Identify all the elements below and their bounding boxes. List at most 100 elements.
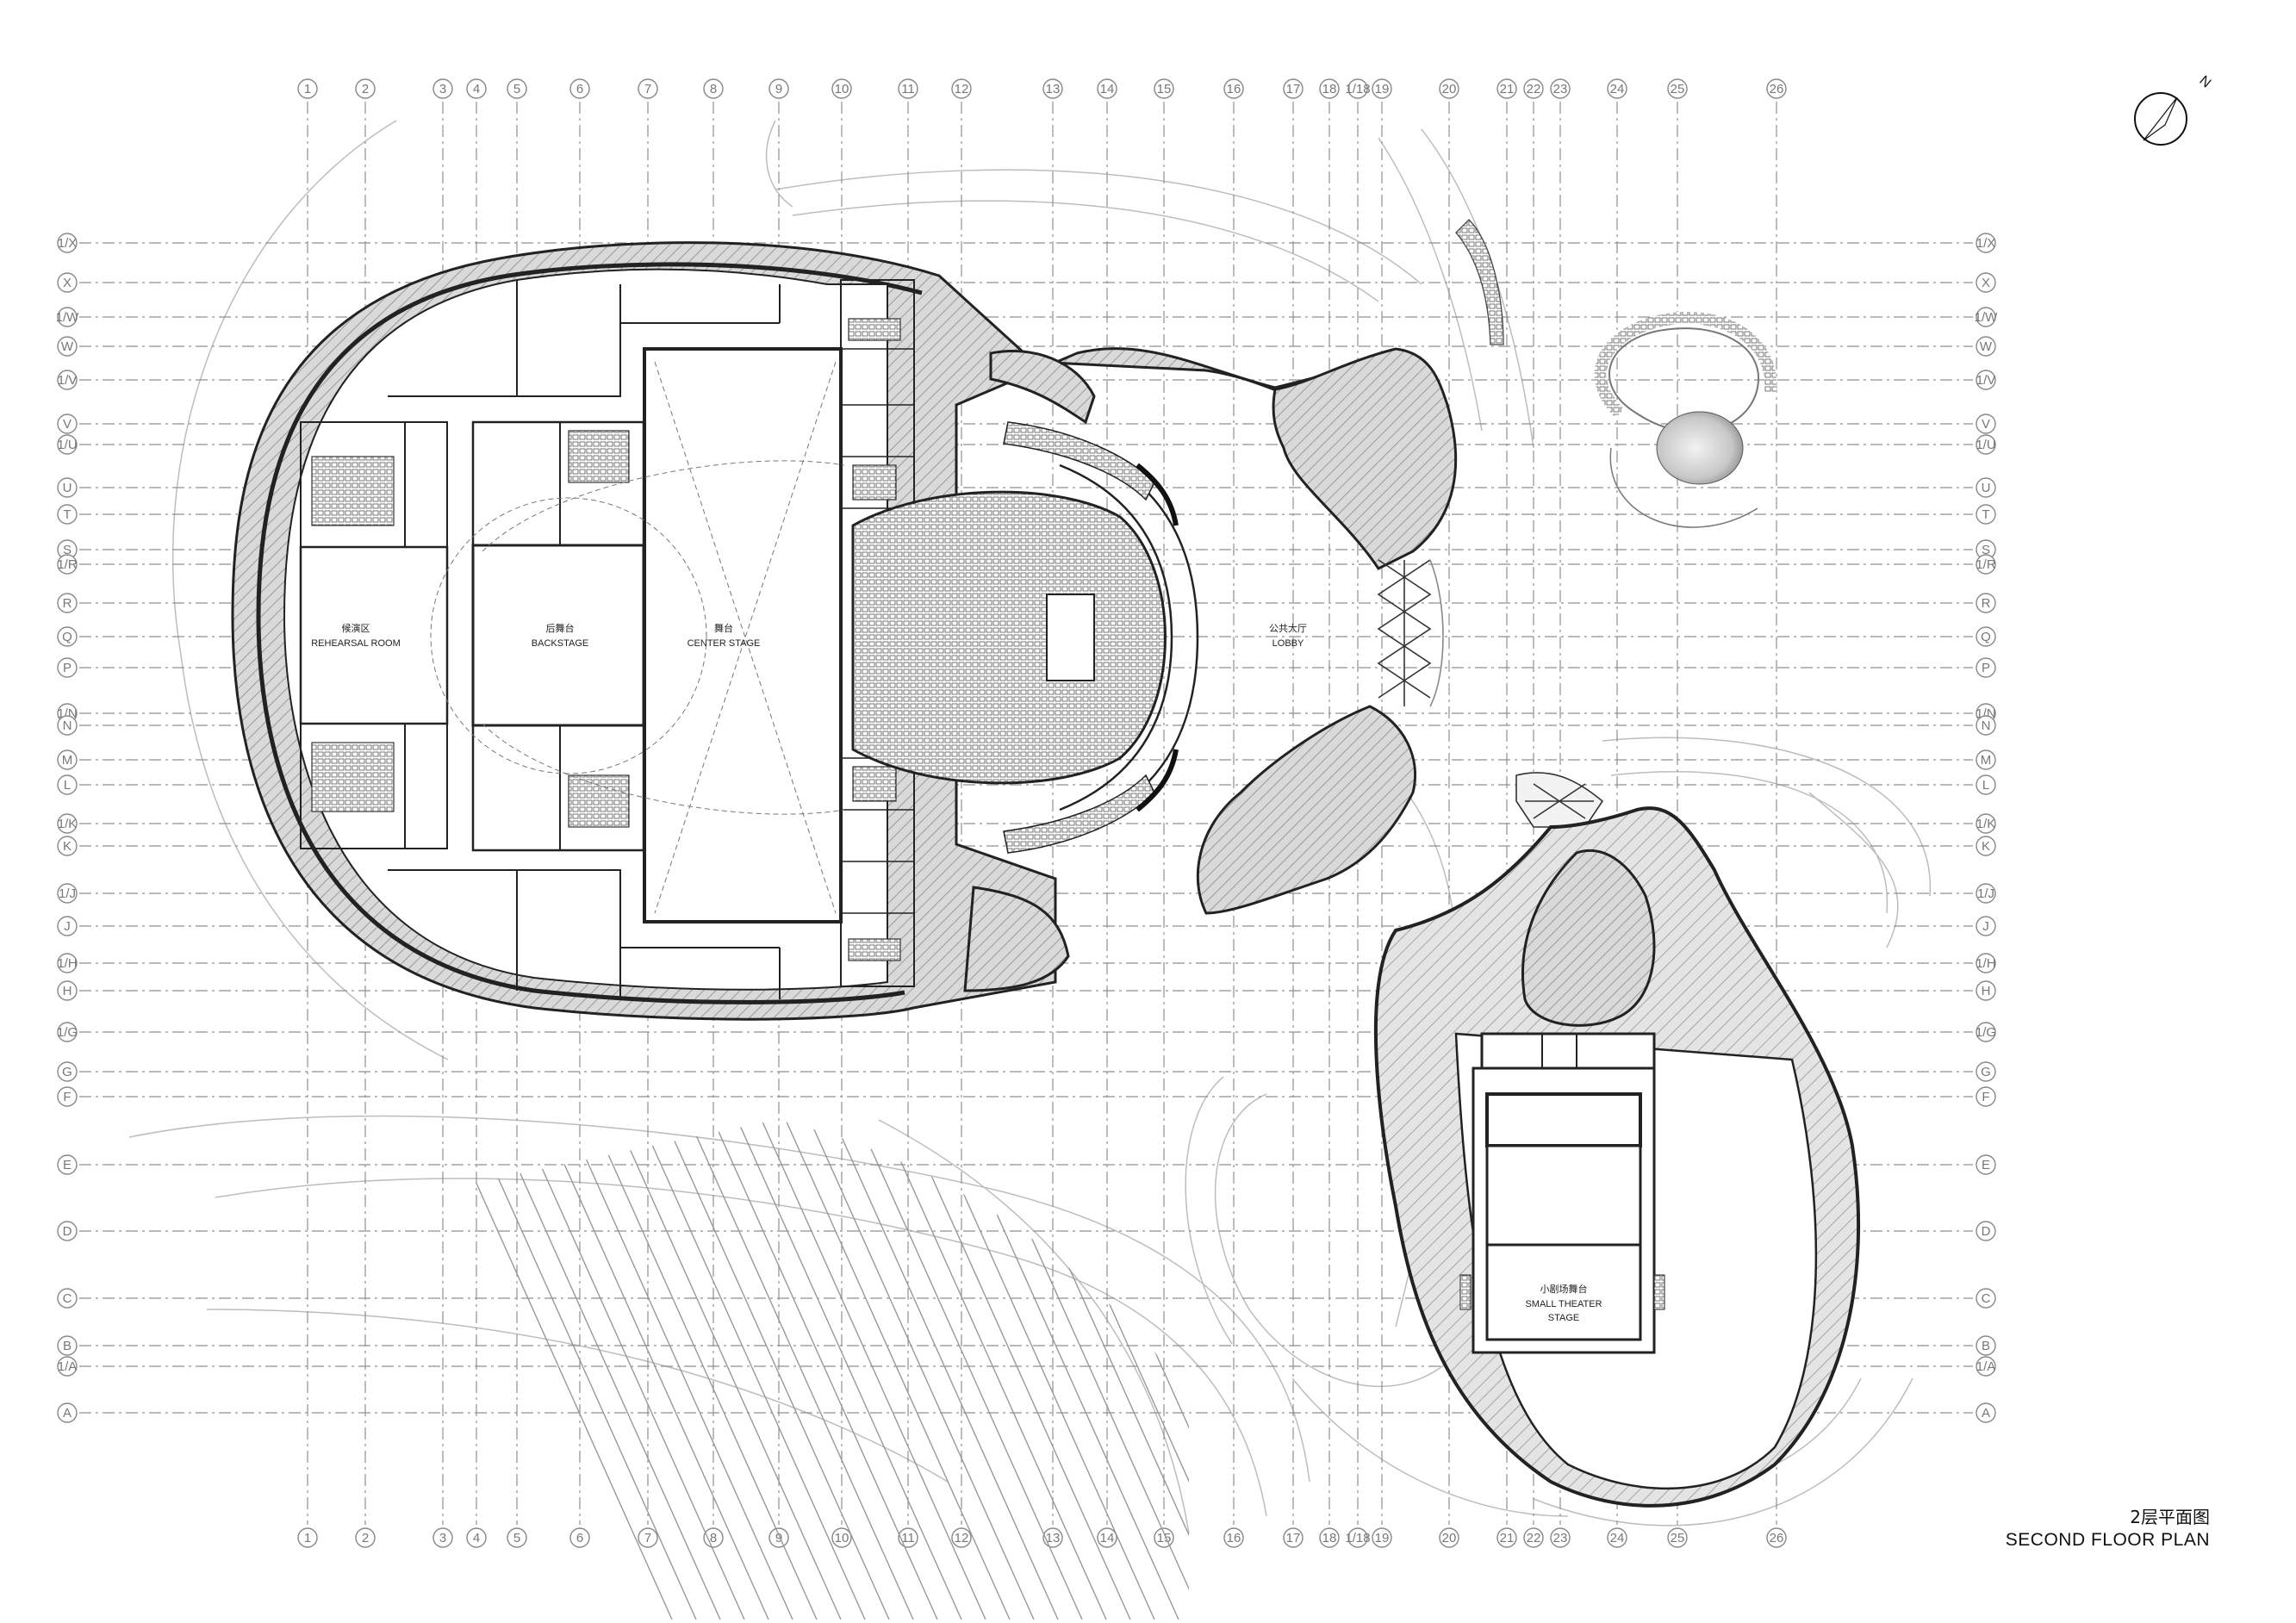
lobby-shell: [963, 347, 1458, 992]
grid-row-bubble-right: W: [1976, 336, 1996, 357]
grid-column-bubble-bottom-label: 13: [1046, 1531, 1061, 1545]
grid-row-bubble-left: J: [57, 916, 78, 936]
grid-row-bubble-left-label: A: [63, 1406, 72, 1421]
north-arrow-circle: [2134, 92, 2187, 146]
grid-row-bubble-right-label: E: [1982, 1158, 1990, 1172]
grid-column-bubble-top: 19: [1372, 78, 1392, 99]
grid-column-bubble-top-label: 18: [1322, 82, 1337, 96]
grid-column-bubble-bottom: 18: [1319, 1527, 1340, 1548]
terrace-hatch-line: [881, 1120, 1107, 1620]
grid-row-bubble-right-label: N: [1982, 718, 1991, 733]
grid-row-bubble-left-label: Q: [62, 630, 72, 644]
terrace-hatch-line: [809, 1120, 1035, 1620]
terrace-hatch-line: [737, 1120, 962, 1620]
grid-row-bubble-left-label: 1/R: [57, 557, 78, 572]
grid-row-bubble-right: 1/J: [1976, 883, 1996, 904]
grid-column-bubble-top-label: 12: [955, 82, 969, 96]
grid-row-bubble-left: C: [57, 1288, 78, 1309]
grid-row-bubble-left: G: [57, 1061, 78, 1082]
grid-column-bubble-bottom-label: 21: [1500, 1531, 1515, 1545]
grid-row-bubble-left: 1/U: [57, 434, 78, 455]
grid-column-bubble-bottom: 15: [1154, 1527, 1174, 1548]
grid-row-bubble-right-label: 1/K: [1976, 817, 1996, 831]
grid-column-bubble-top: 24: [1607, 78, 1627, 99]
lobby-label-en: LOBBY: [1272, 638, 1304, 649]
grid-column-bubble-top-label: 24: [1610, 82, 1625, 96]
grid-row-bubble-right-label: 1/W: [1975, 310, 1999, 325]
grid-row-bubble-left: M: [57, 749, 78, 770]
grid-row-bubble-left-label: 1/G: [57, 1025, 78, 1040]
grid-column-bubble-top-label: 23: [1553, 82, 1568, 96]
auditorium: [851, 421, 1199, 854]
grid-row-bubble-left-label: 1/W: [56, 310, 80, 325]
terrace-hatch-line: [857, 1120, 1083, 1620]
grid-column-bubble-top: 18: [1319, 78, 1340, 99]
grid-column-bubble-bottom-label: 1/18: [1345, 1531, 1370, 1545]
grid-row-bubble-right-label: V: [1982, 417, 1990, 432]
grid-row-bubble-left: H: [57, 980, 78, 1001]
grid-column-bubble-bottom-label: 11: [901, 1531, 915, 1545]
small-theater-label-en-2: STAGE: [1548, 1313, 1579, 1323]
service-details: [311, 318, 901, 961]
grid-column-bubble-bottom: 9: [768, 1527, 789, 1548]
grid-column-bubble-top: 9: [768, 78, 789, 99]
grid-row-bubble-right: 1/W: [1975, 307, 1999, 327]
grid-column-bubble-bottom: 1/18: [1345, 1527, 1371, 1548]
grid-column-bubble-top: 1: [297, 78, 318, 99]
grid-column-bubble-top: 21: [1496, 78, 1517, 99]
grid-row-bubble-right-label: R: [1982, 596, 1991, 611]
grid-column-bubble-bottom: 11: [898, 1527, 918, 1548]
grid-column-bubble-bottom-label: 22: [1527, 1531, 1541, 1545]
grid-row-bubble-right-label: C: [1982, 1291, 1991, 1306]
grid-column-bubble-top-label: 11: [901, 82, 915, 96]
terrace-hatch-line: [592, 1120, 818, 1620]
grid-column-bubble-bottom-label: 9: [775, 1531, 782, 1545]
grid-column-bubble-top-label: 7: [644, 82, 651, 96]
terrace-hatch-line: [448, 1120, 673, 1620]
room-labels: 候演区 REHEARSAL ROOM 后舞台 BACKSTAGE 舞台 CENT…: [311, 622, 1602, 1323]
grid-column-bubble-bottom-label: 4: [473, 1531, 480, 1545]
grid-row-bubble-right: 1/V: [1976, 370, 1996, 390]
grid-row-bubble-right-label: M: [1981, 753, 1992, 768]
grid-row-bubble-right-label: B: [1982, 1339, 1990, 1353]
grid-column-bubble-top: 25: [1667, 78, 1688, 99]
grid-row-bubble-left-label: F: [63, 1090, 71, 1104]
grid-column-bubble-top: 8: [703, 78, 724, 99]
terrace-hatch-line: [495, 1120, 721, 1620]
grid-row-bubble-left: R: [57, 593, 78, 613]
grid-column-bubble-top-label: 26: [1770, 82, 1784, 96]
grid-row-bubble-right-label: 1/A: [1976, 1359, 1996, 1374]
grid-row-bubble-left-label: S: [63, 543, 72, 557]
terrace-hatch-line: [833, 1120, 1059, 1620]
grid-column-bubble-top: 13: [1042, 78, 1063, 99]
north-arrow: N: [2134, 73, 2213, 146]
grid-column-bubble-bottom: 6: [569, 1527, 590, 1548]
terrace-hatch-line: [544, 1120, 769, 1620]
rehearsal-room-label-en: REHEARSAL ROOM: [311, 638, 401, 649]
grid-row-bubble-left-label: X: [63, 276, 72, 290]
grid-column-bubble-bottom-label: 26: [1770, 1531, 1784, 1545]
terrace-hatch-line: [905, 1120, 1131, 1620]
grid-row-bubble-right-label: Q: [1981, 630, 1991, 644]
rehearsal-room-label-cn: 候演区: [342, 622, 370, 634]
grid-row-bubble-right: T: [1976, 504, 1996, 525]
grid-row-bubble-right-label: K: [1982, 839, 1990, 854]
main-theatre-shell: [231, 241, 1372, 1021]
grid-column-bubble-bottom-label: 7: [644, 1531, 651, 1545]
terrace-hatch-line: [664, 1120, 890, 1620]
terrace-hatch-line: [1147, 1120, 1189, 1620]
grid-row-bubble-right: D: [1976, 1221, 1996, 1241]
grid-column-bubble-bottom-label: 1: [304, 1531, 311, 1545]
grid-column-bubble-bottom: 20: [1439, 1527, 1459, 1548]
grid-row-bubble-left: 1/G: [57, 1022, 78, 1042]
grid-row-bubble-left-label: N: [63, 718, 72, 733]
grid-column-bubble-bottom-label: 24: [1610, 1531, 1625, 1545]
grid-row-bubble-left: 1/W: [56, 307, 80, 327]
grid-column-bubble-top-label: 21: [1500, 82, 1515, 96]
grid-column-bubble-top: 14: [1097, 78, 1117, 99]
grid-column-bubble-bottom-label: 23: [1553, 1531, 1568, 1545]
grid-column-bubble-top: 5: [507, 78, 527, 99]
grid-row-bubble-right-label: W: [1980, 339, 1993, 354]
grid-column-bubble-bottom: 5: [507, 1527, 527, 1548]
